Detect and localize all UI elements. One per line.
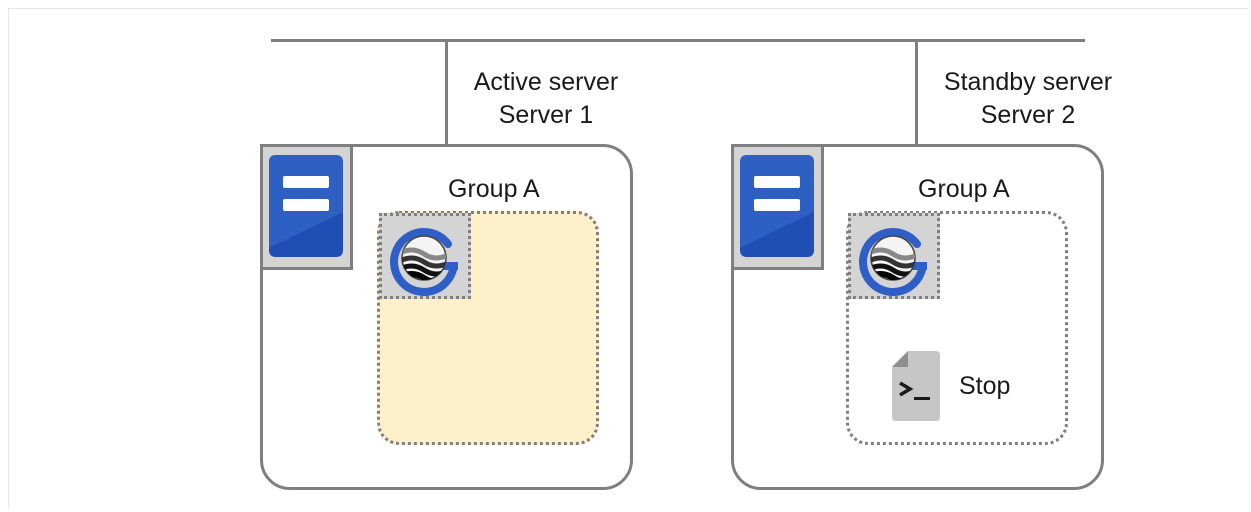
script-icon bbox=[892, 351, 940, 421]
server2-title: Standby server Server 2 bbox=[913, 66, 1143, 132]
server1-group-label: Group A bbox=[448, 175, 540, 203]
server2-name-label: Server 2 bbox=[980, 101, 1076, 129]
server-icon bbox=[269, 155, 343, 257]
server1-icon-frame bbox=[260, 144, 353, 270]
server2-group-label: Group A bbox=[918, 175, 1010, 203]
stop-script-label: Stop bbox=[959, 372, 1011, 400]
server2-group-icon-frame bbox=[848, 213, 940, 299]
server1-role-label: Active server bbox=[473, 68, 619, 96]
server1-network-drop bbox=[445, 41, 448, 145]
diagram-frame bbox=[8, 8, 1248, 508]
server-icon bbox=[740, 155, 814, 257]
server1-name-label: Server 1 bbox=[498, 101, 594, 129]
server2-role-label: Standby server bbox=[943, 68, 1113, 96]
network-bus-line bbox=[271, 39, 1085, 42]
server1-group-icon-frame bbox=[379, 213, 471, 299]
server2-icon-frame bbox=[731, 144, 824, 270]
clusterpro-logo-icon bbox=[859, 228, 927, 296]
server2-network-drop bbox=[915, 41, 918, 145]
clusterpro-logo-icon bbox=[390, 228, 458, 296]
server1-title: Active server Server 1 bbox=[446, 66, 646, 132]
